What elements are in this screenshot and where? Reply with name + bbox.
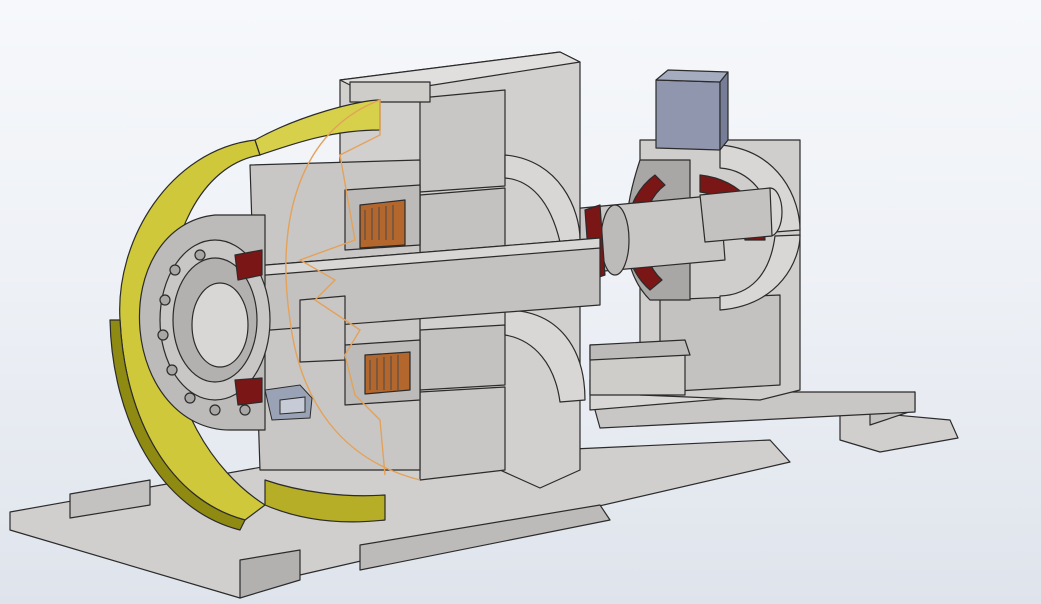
section-outline	[285, 99, 421, 481]
flange-bolt-holes	[157, 249, 251, 416]
sensor-box	[655, 69, 729, 151]
drive-shaft	[559, 187, 783, 281]
stator-slots	[364, 205, 399, 390]
front-flange	[138, 214, 271, 431]
bearing-blocks	[264, 384, 313, 421]
yellow-end-cover	[109, 99, 386, 531]
